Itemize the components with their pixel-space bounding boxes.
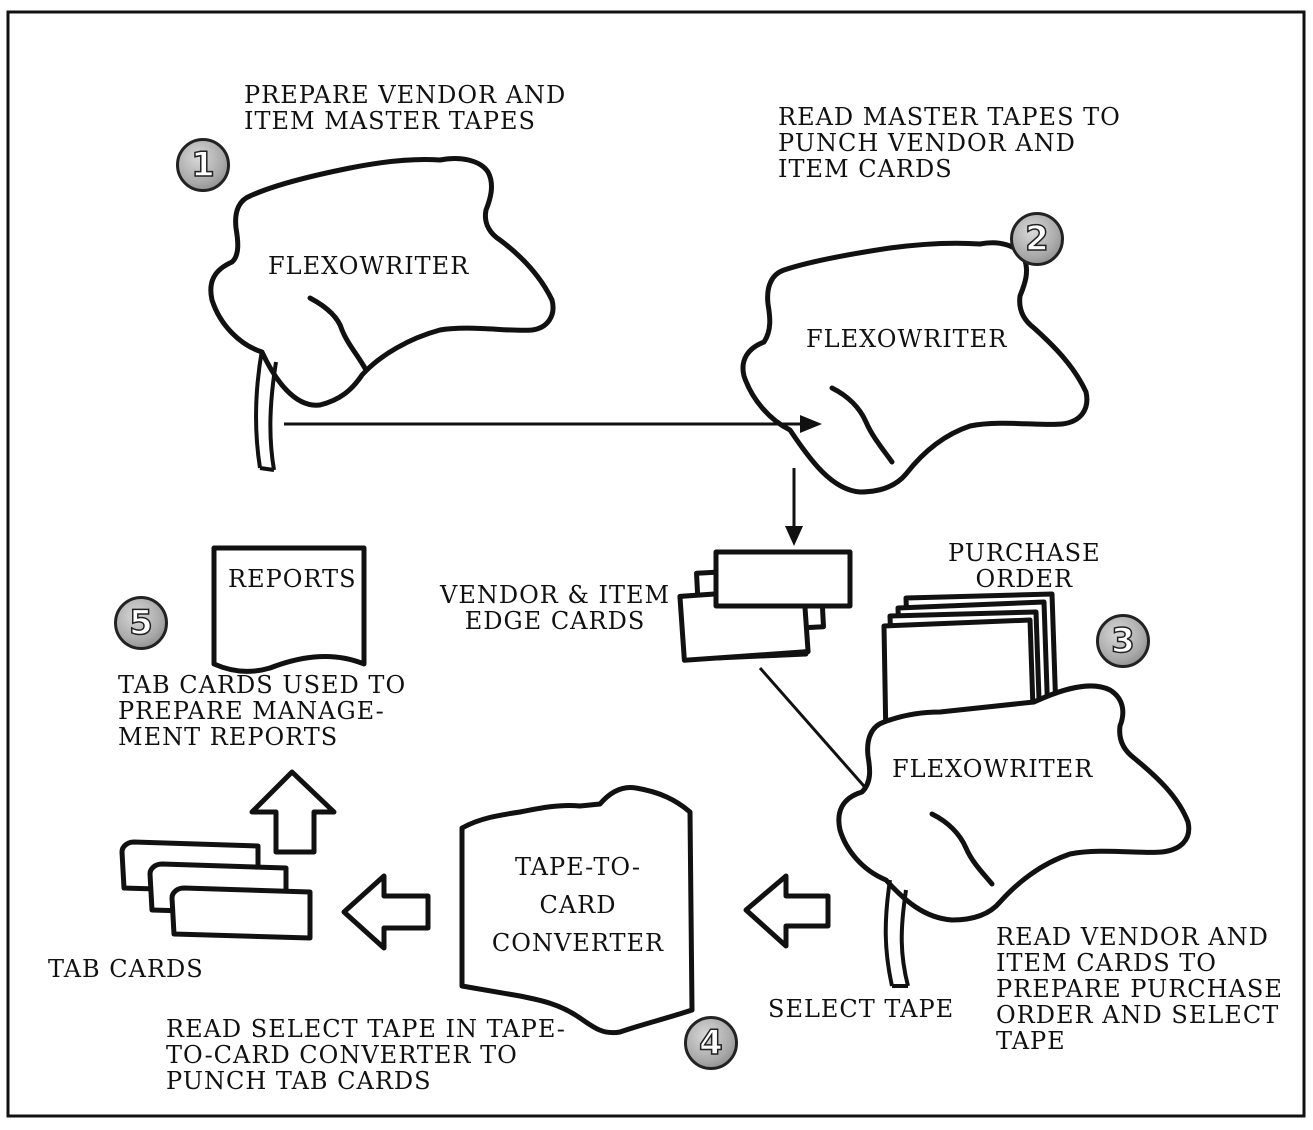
step-1-number-badge: 1 [176,138,230,192]
reports-label: REPORTS [228,566,357,592]
step-3-caption: READ VENDOR AND ITEM CARDS TO PREPARE PU… [996,924,1283,1054]
step-5-number-badge: 5 [114,596,168,650]
step-1-caption: PREPARE VENDOR AND ITEM MASTER TAPES [244,82,566,134]
flexowriter-3-label: FLEXOWRITER [892,756,1093,782]
converter-label: TAPE-TO- CARD CONVERTER [478,848,678,962]
arrow-tape-to-converter [746,876,828,946]
flexowriter-3-machine [839,686,1189,920]
step-4-caption: READ SELECT TAPE IN TAPE- TO-CARD CONVER… [166,1016,566,1094]
tab-cards-label: TAB CARDS [48,956,204,982]
arrow-tab-cards-to-reports [252,772,334,852]
arrow-to-edge-cards [785,468,803,546]
edge-cards-stack [680,552,850,660]
flexowriter-2-label: FLEXOWRITER [806,326,1007,352]
flexowriter-2-machine [743,243,1087,492]
tab-cards-stack [122,842,310,938]
arrow-tape-to-flexowriter-2 [284,415,822,433]
flexowriter-1-label: FLEXOWRITER [268,253,469,279]
flexowriter-1-machine [211,159,553,406]
step-3-number-badge: 3 [1096,614,1150,668]
edge-cards-label: VENDOR & ITEM EDGE CARDS [440,582,670,634]
step-2-number-badge: 2 [1010,212,1064,266]
select-tape-label: SELECT TAPE [768,996,954,1022]
arrow-converter-to-tab-cards [344,876,428,948]
step-2-caption: READ MASTER TAPES TO PUNCH VENDOR AND IT… [778,104,1121,182]
step-5-caption: TAB CARDS USED TO PREPARE MANAGE- MENT R… [118,672,406,750]
step-4-number-badge: 4 [684,1016,738,1070]
select-tape [886,880,908,986]
purchase-order-label: PURCHASE ORDER [948,540,1101,592]
